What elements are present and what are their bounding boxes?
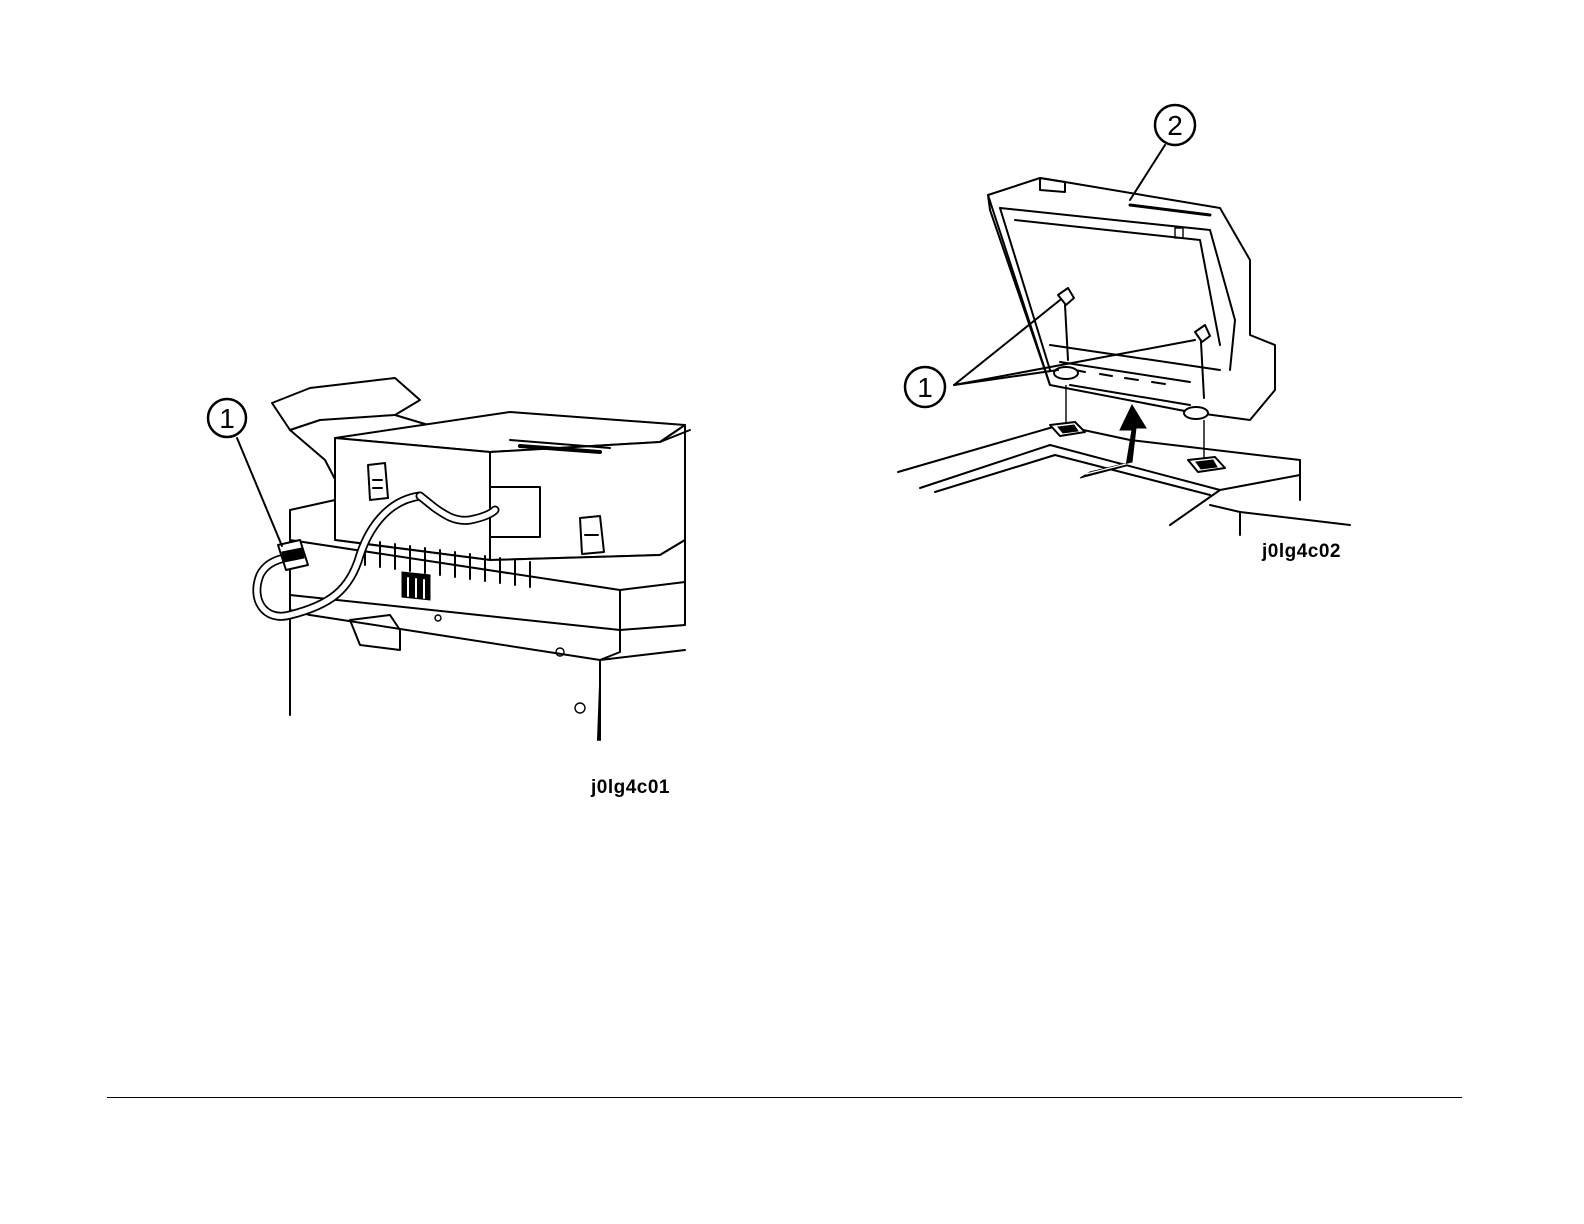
footer-divider (107, 1097, 1462, 1098)
figure-1-illustration: 1 (190, 360, 700, 750)
figure-2-illustration: 2 1 (890, 100, 1390, 540)
callout-2-label: 2 (1167, 110, 1183, 141)
figure-1-caption: j0lg4c01 (591, 777, 670, 799)
callout-1b-label: 1 (917, 372, 933, 403)
figure-2-caption: j0lg4c02 (1262, 541, 1341, 563)
callout-1-label: 1 (219, 403, 235, 434)
